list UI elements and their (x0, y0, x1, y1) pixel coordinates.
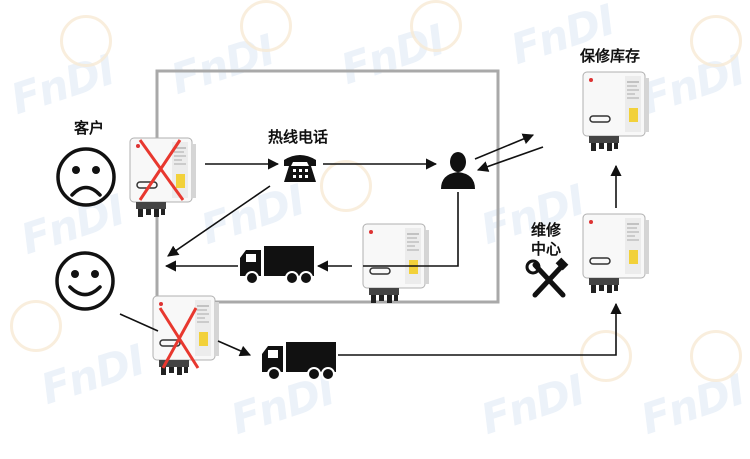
customer-label: 客户 (74, 119, 105, 137)
repaired-inverter-icon (582, 213, 650, 294)
happy-face-icon (55, 251, 115, 311)
faulty-inverter (129, 137, 197, 218)
repair-center-label-line1: 维修 (531, 221, 562, 239)
warehouse-inverter-icon (582, 71, 650, 152)
sad-face-icon (56, 147, 116, 207)
hotline-label: 热线电话 (268, 128, 329, 146)
truck-icon (239, 245, 315, 285)
telephone-icon (284, 155, 316, 182)
returned-inverter (152, 295, 220, 376)
tools-icon (525, 257, 569, 298)
person-silhouette-icon (441, 152, 475, 189)
warehouse-label: 保修库存 (580, 47, 641, 65)
inverter-icon (129, 137, 197, 218)
replacement-inverter-icon (362, 223, 430, 304)
inverter-icon (152, 295, 220, 376)
truck-icon (261, 341, 337, 381)
flow-arrows (119, 133, 622, 357)
repair-center-label-line2: 中心 (531, 240, 562, 258)
